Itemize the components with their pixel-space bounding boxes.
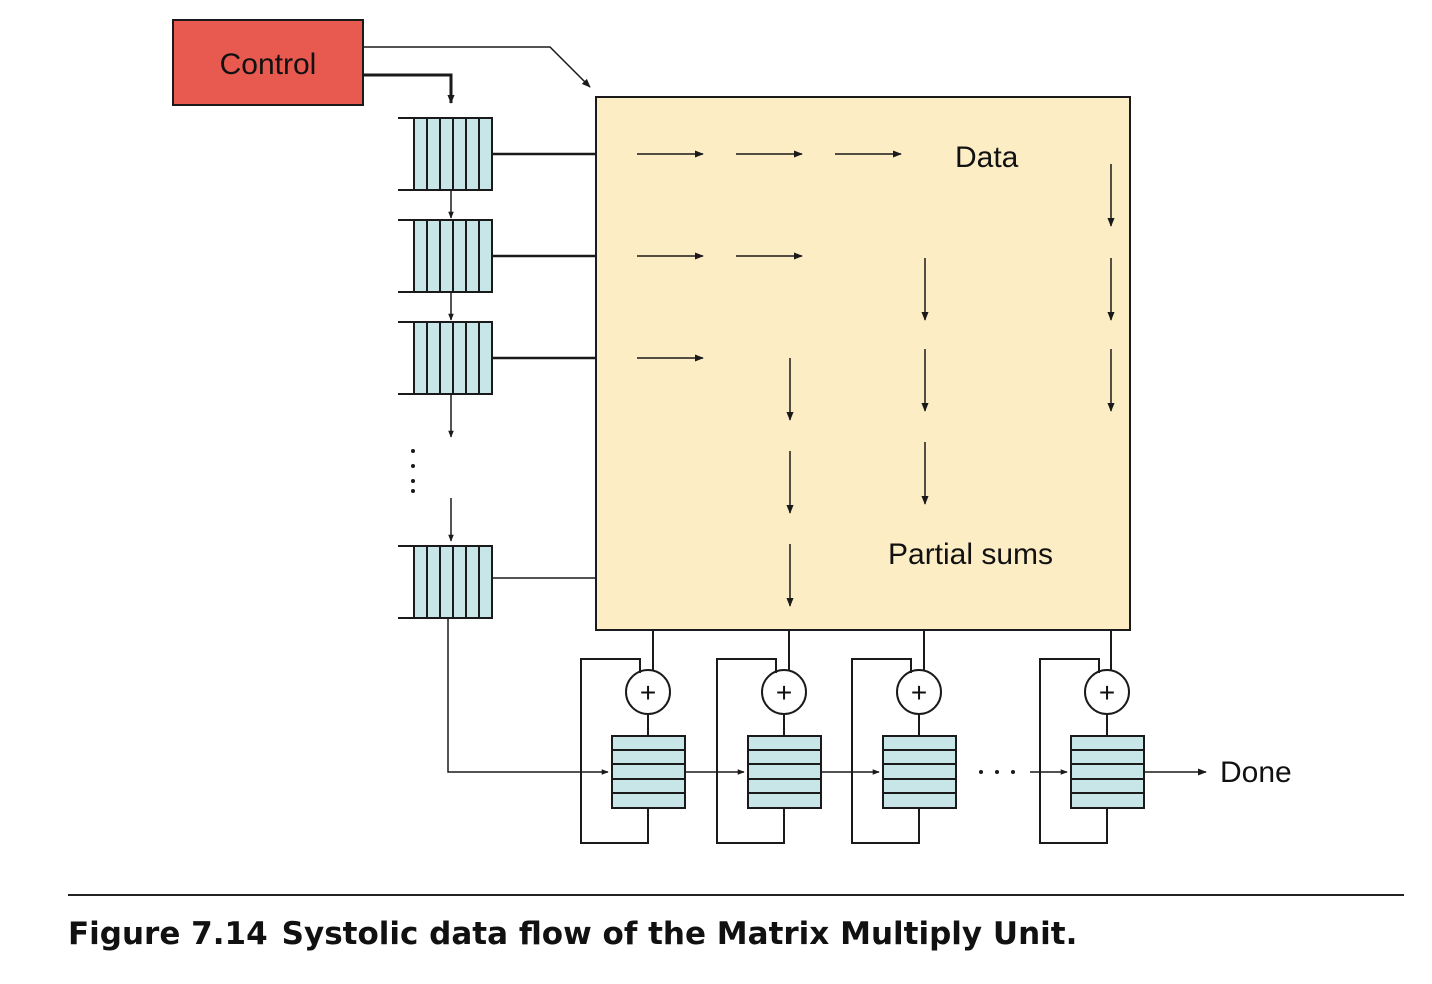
partial-sum-arrows (786, 164, 1115, 607)
accumulator-buffer (747, 735, 822, 809)
adder-symbol: + (776, 677, 792, 708)
accumulator-buffer (1070, 735, 1145, 809)
caption-text: Systolic data flow of the Matrix Multipl… (281, 916, 1078, 952)
done-signal-chain (447, 618, 1207, 776)
figure-number: Figure 7.14 (68, 916, 268, 952)
input-fifos (398, 117, 493, 619)
adder-symbol: + (911, 677, 927, 708)
chain-ellipsis-dots (979, 770, 1015, 774)
data-label: Data (955, 141, 1019, 174)
control-unit: Control (172, 19, 364, 106)
control-label: Control (220, 48, 317, 81)
input-fifo-3 (398, 321, 493, 395)
done-label: Done (1220, 756, 1292, 789)
accumulator-3: + (851, 630, 957, 844)
matrix-multiply-array (595, 96, 1131, 631)
input-fifo-2 (398, 219, 493, 293)
control-lines (363, 46, 591, 104)
accumulator-last: + (1039, 630, 1145, 844)
accumulator-buffer (882, 735, 957, 809)
control-to-array-line (363, 46, 591, 88)
data-flow-arrows (637, 150, 902, 362)
accumulator-1: + (580, 630, 686, 844)
input-fifo-1 (398, 117, 493, 191)
accumulator-buffer (611, 735, 686, 809)
figure-caption: Figure 7.14 Systolic data flow of the Mat… (68, 916, 1077, 952)
adder-symbol: + (1099, 677, 1115, 708)
fifo-to-array-lines (492, 152, 596, 579)
adder-symbol: + (640, 677, 656, 708)
caption-rule (68, 894, 1404, 896)
partial-sums-label: Partial sums (888, 538, 1053, 571)
control-to-fifo-line (363, 73, 455, 104)
input-fifo-last (398, 545, 493, 619)
accumulator-2: + (716, 630, 822, 844)
fifo-ellipsis-dots (411, 449, 415, 493)
